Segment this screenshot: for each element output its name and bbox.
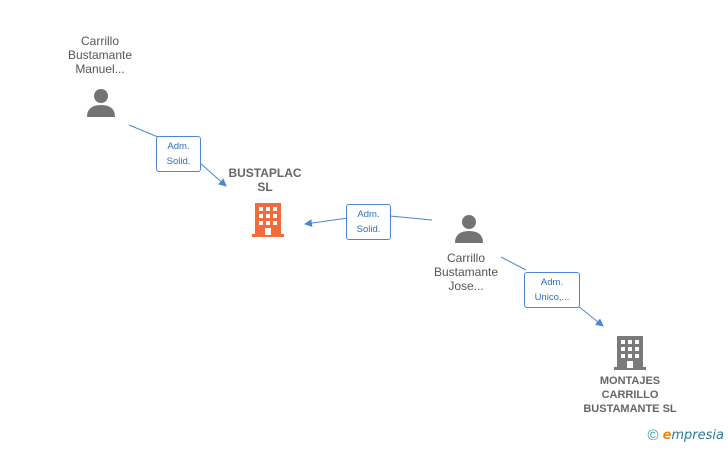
edge-label-adm-solid-1[interactable]: Adm. Solid. bbox=[156, 136, 201, 172]
edge-label-line: Adm. bbox=[540, 277, 564, 288]
company-label-montajes[interactable]: MONTAJES CARRILLO BUSTAMANTE SL bbox=[570, 374, 690, 416]
brand-logo: empresia bbox=[663, 428, 724, 443]
person-icon[interactable] bbox=[454, 214, 484, 244]
brand-footer[interactable]: © empresia bbox=[648, 427, 725, 444]
edge-line-person2-company2 bbox=[500, 256, 603, 326]
edge-label-line: Unico,... bbox=[534, 292, 570, 303]
label-line: Manuel... bbox=[75, 62, 125, 76]
company-label-bustaplac[interactable]: BUSTAPLAC SL bbox=[215, 166, 315, 194]
edge-label-line: Adm. bbox=[357, 209, 380, 220]
brand-logo-e: e bbox=[662, 428, 672, 443]
person-label-manuel[interactable]: Carrillo Bustamante Manuel... bbox=[50, 34, 150, 76]
person-icon[interactable] bbox=[86, 88, 116, 118]
building-icon[interactable] bbox=[252, 201, 284, 237]
copyright-icon: © bbox=[647, 427, 659, 444]
label-line: CARRILLO bbox=[601, 389, 659, 401]
edge-line-person2-company1 bbox=[305, 215, 433, 224]
label-line: BUSTAPLAC bbox=[228, 166, 302, 180]
label-line: MONTAJES bbox=[599, 375, 661, 387]
edge-label-line: Solid. bbox=[166, 156, 191, 167]
person-label-jose[interactable]: Carrillo Bustamante Jose... bbox=[416, 251, 516, 293]
edge-line-person1-company1 bbox=[128, 124, 226, 186]
label-line: Bustamante bbox=[433, 265, 499, 279]
label-line: Carrillo bbox=[446, 251, 485, 265]
edge-label-adm-solid-2[interactable]: Adm. Solid. bbox=[346, 204, 391, 240]
edge-label-line: Solid. bbox=[356, 224, 381, 235]
building-icon[interactable] bbox=[614, 334, 646, 370]
edge-label-line: Adm. bbox=[167, 141, 190, 152]
edge-label-adm-unico[interactable]: Adm. Unico,... bbox=[524, 272, 580, 308]
label-line: BUSTAMANTE SL bbox=[583, 403, 677, 415]
label-line: Bustamante bbox=[67, 48, 133, 62]
label-line: Jose... bbox=[448, 279, 484, 293]
brand-logo-text: mpresia bbox=[671, 428, 724, 443]
label-line: Carrillo bbox=[80, 34, 119, 48]
label-line: SL bbox=[257, 180, 273, 194]
